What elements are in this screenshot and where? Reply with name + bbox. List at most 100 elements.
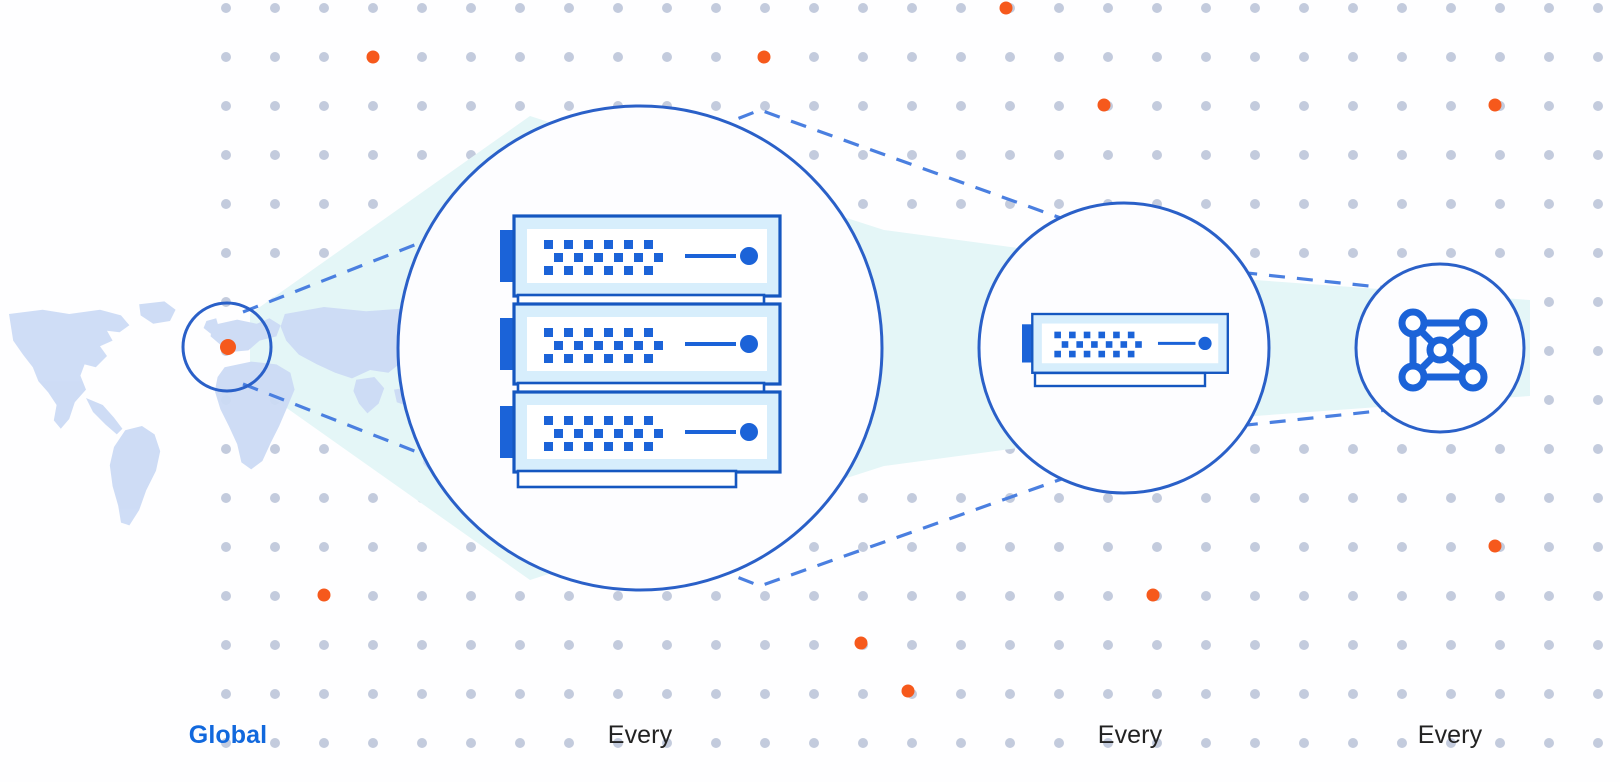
grid-dot bbox=[1250, 542, 1260, 552]
grid-dot bbox=[1054, 689, 1064, 699]
accent-dots bbox=[317, 1, 1502, 698]
label-every-data-center[interactable]: Every data center bbox=[0, 668, 1450, 782]
grid-dot bbox=[1348, 150, 1358, 160]
grid-dot bbox=[417, 591, 427, 601]
grid-dot bbox=[1348, 542, 1358, 552]
grid-dot bbox=[858, 493, 868, 503]
grid-dot bbox=[319, 199, 329, 209]
grid-dot bbox=[1446, 640, 1456, 650]
grid-dot bbox=[1299, 689, 1309, 699]
grid-dot bbox=[1299, 150, 1309, 160]
grid-dot bbox=[564, 591, 574, 601]
grid-dot bbox=[1397, 444, 1407, 454]
grid-dot bbox=[221, 199, 231, 209]
grid-dot bbox=[270, 640, 280, 650]
grid-dot bbox=[907, 3, 917, 13]
grid-dot bbox=[1054, 640, 1064, 650]
grid-dot bbox=[858, 542, 868, 552]
grid-dot bbox=[1495, 52, 1505, 62]
grid-dot bbox=[1250, 444, 1260, 454]
grid-dot bbox=[515, 738, 525, 748]
grid-dot bbox=[368, 591, 378, 601]
label-line-1: Every bbox=[1417, 721, 1483, 749]
grid-dot bbox=[613, 3, 623, 13]
grid-dot bbox=[1103, 493, 1113, 503]
grid-dot bbox=[1397, 689, 1407, 699]
grid-dot bbox=[809, 591, 819, 601]
grid-dot bbox=[1299, 52, 1309, 62]
grid-dot bbox=[1054, 101, 1064, 111]
grid-dot bbox=[1544, 199, 1554, 209]
grid-dot bbox=[1152, 493, 1162, 503]
grid-dot bbox=[270, 689, 280, 699]
grid-dot bbox=[1299, 101, 1309, 111]
grid-dot bbox=[1152, 52, 1162, 62]
grid-dot bbox=[1201, 493, 1211, 503]
grid-dot bbox=[711, 591, 721, 601]
grid-dot bbox=[515, 52, 525, 62]
grid-dot bbox=[760, 689, 770, 699]
grid-dot bbox=[1005, 542, 1015, 552]
grid-dot bbox=[1495, 3, 1505, 13]
grid-dot bbox=[1152, 689, 1162, 699]
grid-dot bbox=[368, 150, 378, 160]
grid-dot bbox=[1446, 493, 1456, 503]
grid-dot bbox=[956, 493, 966, 503]
grid-dot bbox=[221, 738, 231, 748]
grid-dot bbox=[956, 738, 966, 748]
grid-dot bbox=[1005, 640, 1015, 650]
grid-dot bbox=[1054, 542, 1064, 552]
grid-dot bbox=[1593, 199, 1603, 209]
grid-dot bbox=[1348, 3, 1358, 13]
grid-dot bbox=[1103, 689, 1113, 699]
grid-dot bbox=[1446, 101, 1456, 111]
grid-dot bbox=[1152, 150, 1162, 160]
grid-dot bbox=[466, 542, 476, 552]
grid-dot bbox=[221, 52, 231, 62]
grid-dot bbox=[1152, 738, 1162, 748]
grid-dot bbox=[956, 542, 966, 552]
grid-dot bbox=[319, 493, 329, 503]
grid-dot bbox=[417, 101, 427, 111]
grid-dot bbox=[1152, 542, 1162, 552]
grid-dot bbox=[1299, 199, 1309, 209]
grid-dot bbox=[760, 101, 770, 111]
grid-dot bbox=[270, 3, 280, 13]
label-global-network[interactable]: Global network bbox=[0, 668, 1038, 782]
grid-dot bbox=[1201, 101, 1211, 111]
grid-dot bbox=[221, 689, 231, 699]
grid-dot bbox=[1250, 493, 1260, 503]
grid-dot bbox=[1446, 738, 1456, 748]
grid-dot bbox=[1593, 689, 1603, 699]
label-every-server[interactable]: Every server bbox=[320, 668, 1620, 782]
grid-dot bbox=[1593, 738, 1603, 748]
grid-dot bbox=[466, 689, 476, 699]
single-server-icon bbox=[1020, 312, 1230, 388]
accent-dot bbox=[1488, 539, 1502, 553]
grid-dot bbox=[270, 101, 280, 111]
grid-dot bbox=[221, 591, 231, 601]
grid-dot bbox=[319, 542, 329, 552]
grid-dot bbox=[221, 542, 231, 552]
label-every-service[interactable]: Every service bbox=[640, 668, 1620, 782]
grid-dot bbox=[368, 3, 378, 13]
grid-dot bbox=[1201, 52, 1211, 62]
grid-dot bbox=[1103, 52, 1113, 62]
grid-dot bbox=[1348, 199, 1358, 209]
grid-dot bbox=[1299, 738, 1309, 748]
label-line-1: Every bbox=[1097, 721, 1163, 749]
grid-dot bbox=[907, 591, 917, 601]
grid-dot bbox=[613, 52, 623, 62]
grid-dot bbox=[1348, 738, 1358, 748]
grid-dot bbox=[1544, 150, 1554, 160]
accent-dot bbox=[1146, 588, 1160, 602]
grid-dot bbox=[515, 689, 525, 699]
grid-dot bbox=[1544, 3, 1554, 13]
grid-dot bbox=[319, 444, 329, 454]
grid-dot bbox=[1348, 52, 1358, 62]
grid-dot bbox=[1397, 150, 1407, 160]
grid-dot bbox=[956, 689, 966, 699]
dashed-guide-lines bbox=[242, 108, 1501, 588]
